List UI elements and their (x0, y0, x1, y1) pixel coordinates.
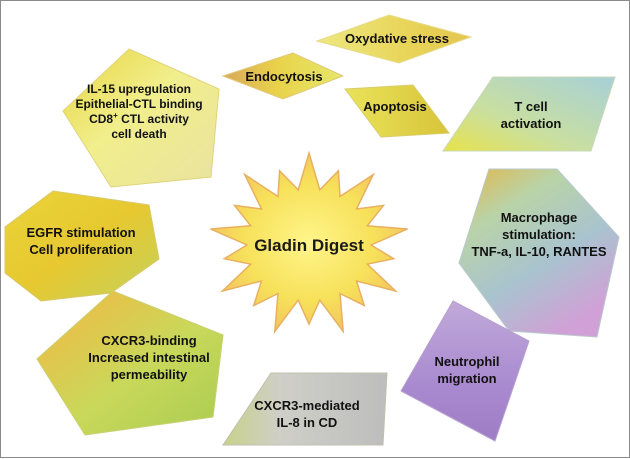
node-macrophage: Macrophage stimulation: TNF-a, IL-10, RA… (458, 168, 620, 338)
cxcr3-mediated-line-2: IL-8 in CD (277, 415, 338, 430)
node-neutrophil: Neutrophil migration (400, 300, 530, 442)
neutrophil-line-1: Neutrophil (435, 354, 500, 369)
node-macrophage-shape (458, 168, 620, 338)
node-cxcr3-mediated: CXCR3-mediated IL-8 in CD (222, 372, 388, 446)
node-il15: IL-15 upregulation Epithelial-CTL bindin… (62, 48, 220, 188)
node-il15-shape (62, 48, 220, 188)
cxcr3-binding-line-1: CXCR3-binding (101, 333, 196, 348)
node-cxcr3-mediated-shape (222, 372, 388, 446)
egfr-line-1: EGFR stimulation (26, 225, 135, 240)
macrophage-line-1: Macrophage (501, 210, 578, 225)
node-tcell: T cell activation (442, 76, 616, 152)
tcell-line-1: T cell (514, 99, 547, 114)
il15-line-4: cell death (111, 127, 166, 141)
apoptosis-label: Apoptosis (363, 99, 427, 114)
neutrophil-line-2: migration (437, 371, 496, 386)
node-tcell-shape (442, 76, 616, 152)
il15-line-1: IL-15 upregulation (87, 82, 191, 96)
node-cxcr3-binding: CXCR3-binding Increased intestinal perme… (36, 290, 224, 436)
cd8-superscript: + (113, 111, 118, 120)
node-oxydative: Oxydative stress (315, 14, 473, 64)
node-egfr: EGFR stimulation Cell proliferation (4, 190, 160, 302)
macrophage-line-2: stimulation: (502, 227, 576, 242)
node-apoptosis-shape (344, 84, 450, 138)
ctl-activity: CTL activity (121, 112, 189, 126)
macrophage-line-3: TNF-a, IL-10, RANTES (471, 244, 606, 259)
oxydative-label: Oxydative stress (345, 31, 449, 46)
center-starburst (210, 150, 408, 335)
node-oxydative-shape (315, 14, 473, 64)
cd8-prefix: CD8 (89, 112, 113, 126)
node-center: Gladin Digest (210, 150, 408, 335)
egfr-line-2: Cell proliferation (29, 242, 132, 257)
tcell-line-2: activation (501, 116, 562, 131)
node-egfr-shape (4, 190, 160, 302)
center-label: Gladin Digest (254, 236, 364, 255)
cxcr3-binding-line-2: Increased intestinal (88, 350, 209, 365)
cxcr3-mediated-line-1: CXCR3-mediated (254, 398, 360, 413)
il15-line-2: Epithelial-CTL binding (75, 97, 202, 111)
cxcr3-binding-line-3: permeability (111, 367, 188, 382)
node-endocytosis: Endocytosis (221, 52, 345, 100)
il15-line-3: CD8+ CTL activity (89, 111, 189, 126)
node-cxcr3-binding-shape (36, 290, 224, 436)
node-neutrophil-shape (400, 300, 530, 442)
endocytosis-label: Endocytosis (245, 69, 322, 84)
node-endocytosis-shape (221, 52, 345, 100)
node-apoptosis: Apoptosis (344, 84, 450, 138)
